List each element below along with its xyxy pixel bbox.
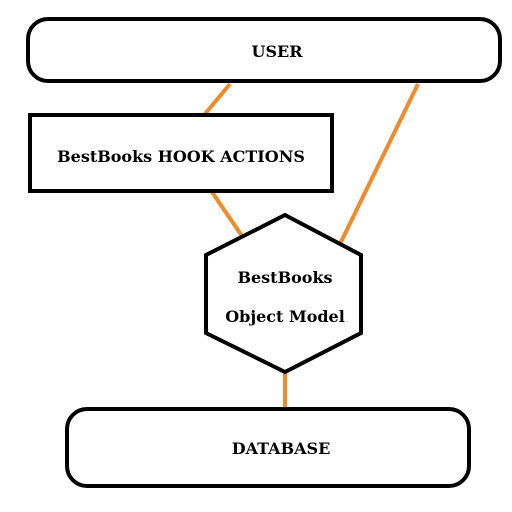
database-label: DATABASE <box>232 439 331 458</box>
hook-actions-node: BestBooks HOOK ACTIONS <box>28 113 334 193</box>
user-node: USER <box>26 17 502 83</box>
connector-hook-actions-to-object-model <box>210 190 244 238</box>
object-model-shape <box>204 212 363 375</box>
object-model-node: BestBooks Object Model <box>204 212 363 375</box>
hook-actions-label: BestBooks HOOK ACTIONS <box>57 147 305 166</box>
object-model-label-line2: Object Model <box>225 307 345 326</box>
user-shape <box>26 17 502 83</box>
database-node: DATABASE <box>65 407 471 488</box>
connector-user-to-hook-actions <box>203 82 232 116</box>
object-model-label-line1: BestBooks <box>237 268 332 287</box>
hook-actions-shape <box>28 113 334 193</box>
connector-user-to-object-model <box>338 83 420 245</box>
database-shape <box>65 407 471 488</box>
user-label: USER <box>252 42 304 61</box>
